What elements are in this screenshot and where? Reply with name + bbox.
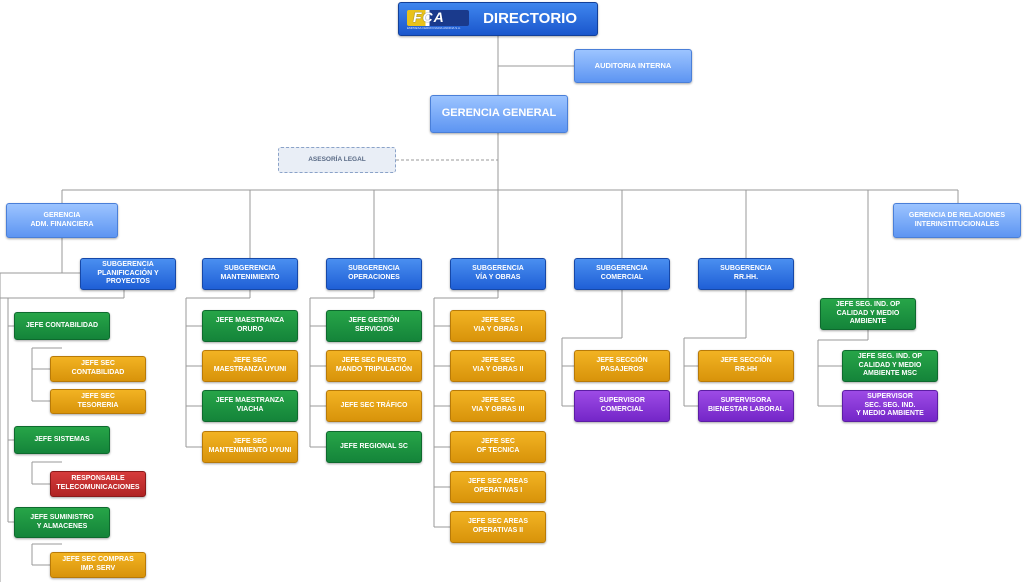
jefe-regional-sc-box[interactable]: JEFE REGIONAL SC — [326, 431, 422, 463]
jefe-seccion-pasajeros-box[interactable]: JEFE SECCIÓN PASAJEROS — [574, 350, 670, 382]
auditoria-interna-box[interactable]: AUDITORIA INTERNA — [574, 49, 692, 83]
jefe-maestranza-oruro-box[interactable]: JEFE MAESTRANZA ORURO — [202, 310, 298, 342]
directorio-label: DIRECTORIO — [483, 9, 577, 27]
jefe-seg-ind-op-box[interactable]: JEFE SEG. IND. OP CALIDAD Y MEDIO AMBIEN… — [820, 298, 916, 330]
jefe-seg-ind-op-msc-box[interactable]: JEFE SEG. IND. OP CALIDAD Y MEDIO AMBIEN… — [842, 350, 938, 382]
jefe-sec-puesto-mando-box[interactable]: JEFE SEC PUESTO MANDO TRIPULACIÓN — [326, 350, 422, 382]
asesoria-legal-box[interactable]: ASESORÍA LEGAL — [278, 147, 396, 173]
gerencia-adm-financiera-box[interactable]: GERENCIA ADM. FINANCIERA — [6, 203, 118, 238]
jefe-sec-contabilidad-box[interactable]: JEFE SEC CONTABILIDAD — [50, 356, 146, 382]
directorio-box[interactable]: FCA EMPRESA FERROVIARIA ANDINA S.A. DIRE… — [398, 2, 598, 36]
subgerencia-operaciones-box[interactable]: SUBGERENCIA OPERACIONES — [326, 258, 422, 290]
jefe-sec-maestranza-uyuni-box[interactable]: JEFE SEC MAESTRANZA UYUNI — [202, 350, 298, 382]
gerencia-general-box[interactable]: GERENCIA GENERAL — [430, 95, 568, 133]
jefe-sec-areas-operativas-1-box[interactable]: JEFE SEC AREAS OPERATIVAS I — [450, 471, 546, 503]
subgerencia-via-obras-box[interactable]: SUBGERENCIA VÍA Y OBRAS — [450, 258, 546, 290]
jefe-sec-mantenimiento-uyuni-box[interactable]: JEFE SEC MANTENIMIENTO UYUNI — [202, 431, 298, 463]
jefe-sec-trafico-box[interactable]: JEFE SEC TRÁFICO — [326, 390, 422, 422]
gerencia-relaciones-box[interactable]: GERENCIA DE RELACIONES INTERINSTITUCIONA… — [893, 203, 1021, 238]
jefe-sistemas-box[interactable]: JEFE SISTEMAS — [14, 426, 110, 454]
jefe-maestranza-viacha-box[interactable]: JEFE MAESTRANZA VIACHA — [202, 390, 298, 422]
supervisora-bienestar-laboral-box[interactable]: SUPERVISORA BIENESTAR LABORAL — [698, 390, 794, 422]
jefe-sec-via-obras-1-box[interactable]: JEFE SEC VIA Y OBRAS I — [450, 310, 546, 342]
jefe-sec-tesoreria-box[interactable]: JEFE SEC TESORERIA — [50, 389, 146, 414]
subgerencia-planificacion-box[interactable]: SUBGERENCIA PLANIFICACIÓN Y PROYECTOS — [80, 258, 176, 290]
jefe-suministro-box[interactable]: JEFE SUMINISTRO Y ALMACENES — [14, 507, 110, 538]
subgerencia-rrhh-box[interactable]: SUBGERENCIA RR.HH. — [698, 258, 794, 290]
jefe-sec-via-obras-2-box[interactable]: JEFE SEC VIA Y OBRAS II — [450, 350, 546, 382]
responsable-telecomunicaciones-box[interactable]: RESPONSABLE TELECOMUNICACIONES — [50, 471, 146, 497]
supervisor-seg-ind-box[interactable]: SUPERVISOR SEC. SEG. IND. Y MEDIO AMBIEN… — [842, 390, 938, 422]
subgerencia-comercial-box[interactable]: SUBGERENCIA COMERCIAL — [574, 258, 670, 290]
jefe-sec-via-obras-3-box[interactable]: JEFE SEC VIA Y OBRAS III — [450, 390, 546, 422]
fca-logo: FCA EMPRESA FERROVIARIA ANDINA S.A. — [407, 8, 469, 34]
jefe-gestion-servicios-box[interactable]: JEFE GESTIÓN SERVICIOS — [326, 310, 422, 342]
subgerencia-mantenimiento-box[interactable]: SUBGERENCIA MANTENIMIENTO — [202, 258, 298, 290]
jefe-sec-of-tecnica-box[interactable]: JEFE SEC OF TECNICA — [450, 431, 546, 463]
jefe-sec-areas-operativas-2-box[interactable]: JEFE SEC AREAS OPERATIVAS II — [450, 511, 546, 543]
jefe-sec-compras-box[interactable]: JEFE SEC COMPRAS IMP. SERV — [50, 552, 146, 578]
jefe-contabilidad-box[interactable]: JEFE CONTABILIDAD — [14, 312, 110, 340]
jefe-seccion-rrhh-box[interactable]: JEFE SECCIÓN RR.HH — [698, 350, 794, 382]
supervisor-comercial-box[interactable]: SUPERVISOR COMERCIAL — [574, 390, 670, 422]
